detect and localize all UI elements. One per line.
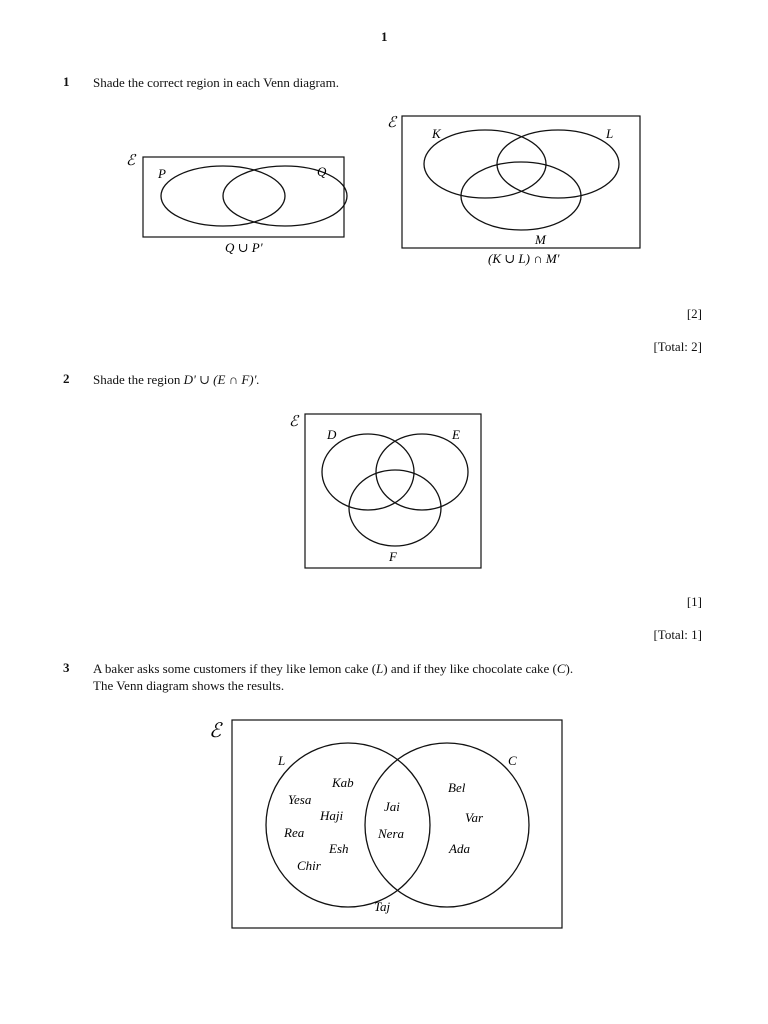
question-1-text: Shade the correct region in each Venn di… (93, 75, 339, 90)
q3-set-l-symbol: L (376, 661, 384, 676)
universal-set-symbol: ℰ (387, 115, 398, 131)
set-k-circle (423, 129, 547, 199)
question-1-marks: [2] (686, 306, 702, 321)
set-f-circle (348, 469, 442, 547)
name-chir: Chir (297, 858, 322, 873)
q1-venn-diagram-b: ℰ K L M (K ∪ L) ∩ M' (387, 115, 641, 266)
name-ada: Ada (448, 841, 470, 856)
q1-venn-diagram-a: ℰ P Q Q ∪ P' (126, 153, 348, 255)
q2-venn-diagram: ℰ D E F (289, 413, 482, 569)
q3-text-part: ). (565, 661, 574, 676)
diagram-a-caption: Q ∪ P' (225, 240, 263, 255)
question-3-text: A baker asks some customers if they like… (93, 660, 573, 694)
q3-venn-diagram: ℰ L C Kab Yesa Haji Rea Esh Chir Jai Ner… (209, 719, 563, 929)
set-l-circle (265, 742, 431, 908)
set-m-label: M (534, 232, 547, 247)
universal-set-symbol: ℰ (209, 720, 223, 742)
universal-set-symbol: ℰ (126, 153, 137, 169)
universal-set-box (231, 719, 563, 929)
name-kab: Kab (331, 775, 354, 790)
name-haji: Haji (319, 808, 344, 823)
set-d-label: D (326, 427, 337, 442)
name-taj: Taj (374, 899, 391, 914)
question-2-number: 2 (63, 371, 70, 386)
universal-set-box (304, 413, 482, 569)
name-nera: Nera (377, 826, 405, 841)
set-q-circle (222, 165, 348, 227)
question-3-line-1: A baker asks some customers if they like… (93, 660, 573, 677)
name-bel: Bel (448, 780, 466, 795)
name-esh: Esh (328, 841, 349, 856)
question-1-number: 1 (63, 74, 70, 89)
name-rea: Rea (283, 825, 305, 840)
set-p-label: P (157, 166, 166, 181)
universal-set-symbol: ℰ (289, 414, 300, 430)
set-c-label: C (508, 753, 517, 768)
question-2-marks: [1] (686, 594, 702, 609)
name-var: Var (465, 810, 484, 825)
diagram-b-caption: (K ∪ L) ∩ M' (488, 251, 560, 266)
q3-text-part: A baker asks some customers if they like… (93, 661, 377, 676)
universal-set-box (142, 156, 345, 238)
question-3-line-2: The Venn diagram shows the results. (93, 678, 285, 693)
set-l-label: L (277, 753, 285, 768)
universal-set-box (401, 115, 641, 249)
question-2-expression: D' ∪ (E ∩ F)'. (183, 372, 260, 387)
set-d-circle (321, 433, 415, 511)
set-q-label: Q (317, 164, 327, 179)
question-2-text: Shade the region D' ∪ (E ∩ F)'. (93, 371, 260, 388)
set-k-label: K (431, 126, 442, 141)
set-c-circle (364, 742, 530, 908)
set-l-circle (496, 129, 620, 199)
question-3-number: 3 (63, 660, 70, 675)
name-jai: Jai (384, 799, 400, 814)
set-f-label: F (388, 549, 398, 564)
set-l-label: L (605, 126, 613, 141)
q3-set-c-symbol: C (556, 661, 566, 676)
set-e-circle (375, 433, 469, 511)
question-2-prompt: Shade the region (93, 372, 184, 387)
question-2-total: [Total: 1] (653, 627, 702, 642)
set-m-circle (460, 161, 582, 231)
set-p-circle (160, 165, 286, 227)
question-1-total: [Total: 2] (653, 339, 702, 354)
page-number: 1 (381, 29, 388, 44)
name-yesa: Yesa (288, 792, 312, 807)
set-e-label: E (451, 427, 460, 442)
q3-text-part: ) and if they like chocolate cake ( (383, 661, 557, 676)
